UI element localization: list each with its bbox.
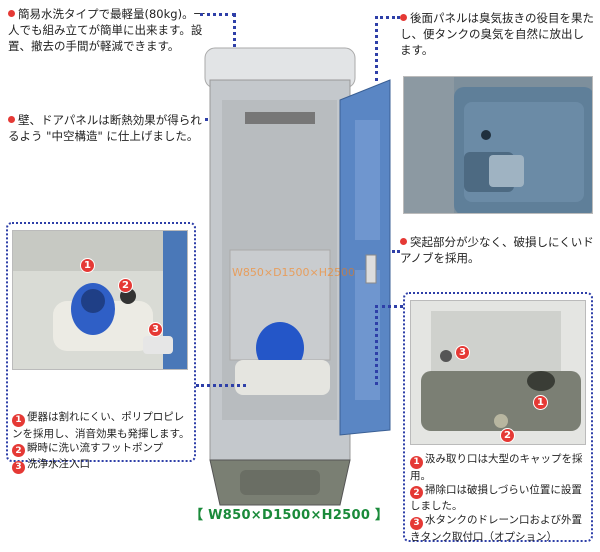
badge-2: 2 — [500, 428, 515, 443]
badge-1: 1 — [80, 258, 95, 273]
leader-line — [375, 305, 378, 385]
badge-3: 3 — [148, 322, 163, 337]
leader-line — [200, 13, 235, 16]
toilet-bowl-photo — [12, 230, 188, 370]
bullet-icon — [8, 10, 15, 17]
bullet-icon — [8, 116, 15, 123]
badge-2: 2 — [118, 278, 133, 293]
tank-photo — [410, 300, 586, 445]
tank-illustration — [411, 301, 585, 444]
note-panel-text: 壁、ドアパネルは断熱効果が得られるよう "中空構造" に仕上げました。 — [8, 113, 202, 143]
note-weight: 簡易水洗タイプで最軽量(80kg)。一人でも組み立てが簡単に出来ます。設置、撤去… — [8, 6, 208, 54]
leader-line — [375, 305, 403, 308]
note-weight-text: 簡易水洗タイプで最軽量(80kg)。一人でも組み立てが簡単に出来ます。設置、撤去… — [8, 7, 206, 53]
toilet-bowl-illustration — [13, 231, 187, 369]
note-knob-text: 突起部分が少なく、破損しにくいドアノブを採用。 — [400, 235, 594, 265]
back-panel-photo — [403, 76, 593, 214]
right-detail-frame — [403, 292, 593, 542]
bullet-icon — [400, 238, 407, 245]
badge-1: 1 — [533, 395, 548, 410]
badge-3: 3 — [455, 345, 470, 360]
leader-line — [196, 384, 246, 387]
left-detail-frame — [6, 222, 196, 462]
note-knob: 突起部分が少なく、破損しにくいドアノブを採用。 — [400, 234, 595, 266]
leader-line — [375, 16, 378, 81]
note-panel: 壁、ドアパネルは断熱効果が得られるよう "中空構造" に仕上げました。 — [8, 112, 203, 144]
watermark: W850×D1500×H2500 — [232, 266, 356, 279]
toilet-unit-illustration — [204, 47, 391, 506]
dimensions-label: 【 W850×D1500×H2500 】 — [190, 508, 389, 523]
note-back-panel: 後面パネルは臭気抜きの役目を果たし、便タンクの臭気を自然に放出します。 — [400, 10, 595, 58]
leader-line — [233, 13, 236, 73]
note-back-panel-text: 後面パネルは臭気抜きの役目を果たし、便タンクの臭気を自然に放出します。 — [400, 11, 594, 57]
back-panel-illustration — [404, 77, 592, 213]
bullet-icon — [400, 14, 407, 21]
leader-line — [375, 16, 400, 19]
